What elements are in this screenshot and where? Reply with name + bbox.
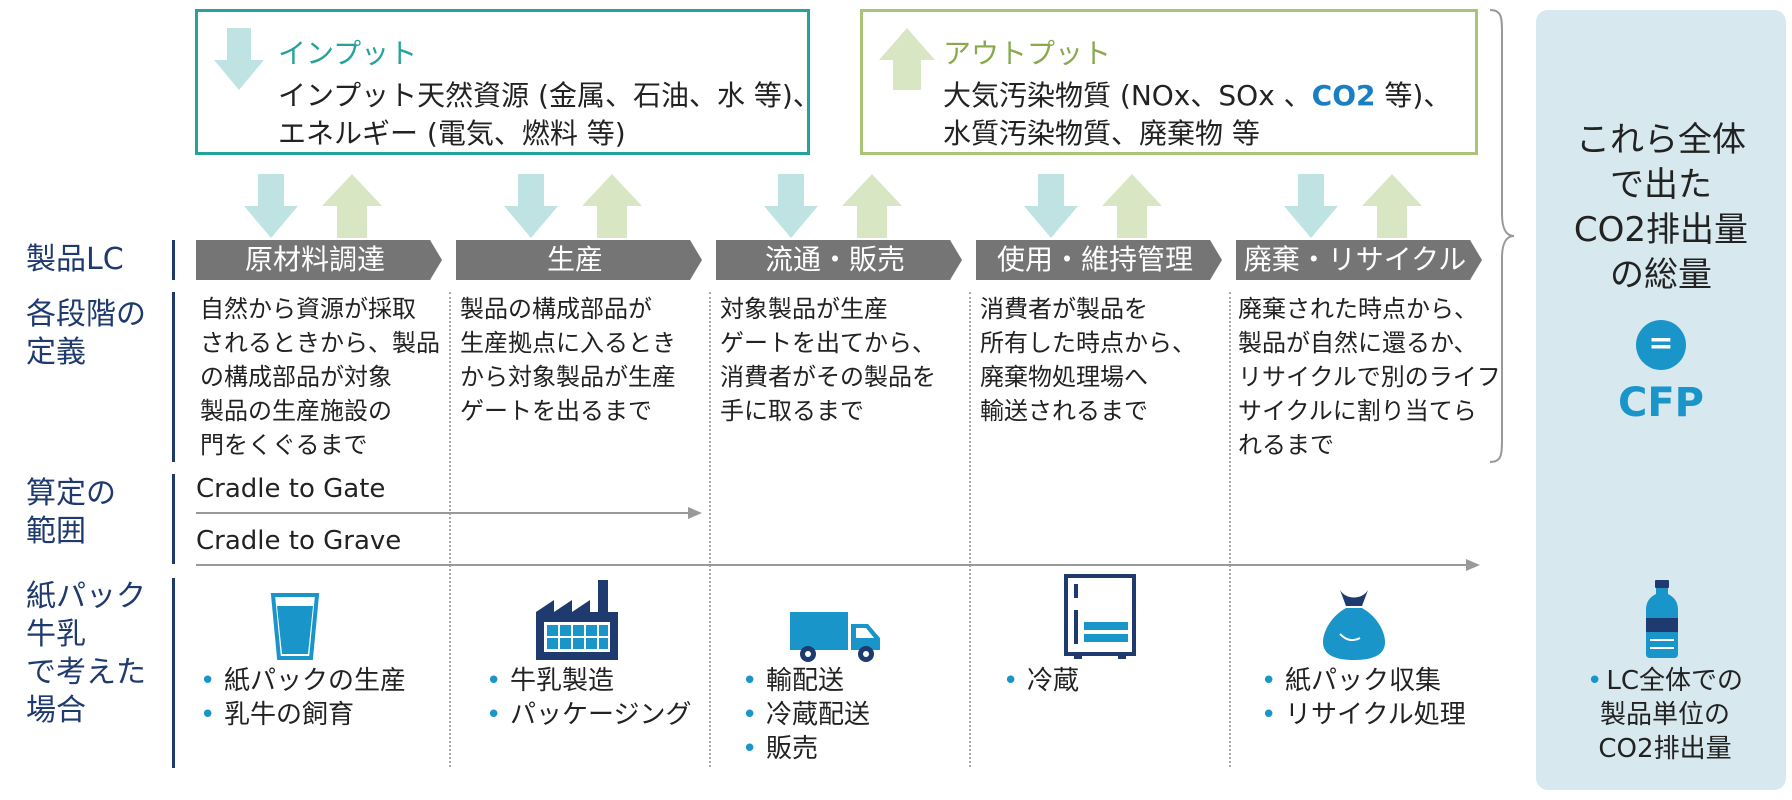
input-box: インプット インプット天然資源 (金属、石油、水 等)、 エネルギー (電気、燃…: [195, 9, 821, 155]
column-separator: [969, 292, 971, 767]
stage-5-arrows: [1284, 174, 1422, 238]
list-item: リサイクル処理: [1261, 698, 1466, 732]
stage-1-bullets: 紙パックの生産 乳牛の飼育: [200, 664, 406, 732]
output-line-1-suffix: 等)、: [1375, 79, 1452, 112]
column-separator: [449, 292, 451, 767]
arrow-up-icon: [582, 174, 642, 238]
cfp-label: CFP: [1618, 380, 1704, 426]
equals-badge: =: [1636, 320, 1686, 370]
glass-of-milk-icon: [270, 593, 320, 660]
list-item: 乳牛の飼育: [200, 698, 406, 732]
arrow-down-icon: [1284, 174, 1338, 238]
arrow-down-icon: [1024, 174, 1078, 238]
input-title: インプット: [278, 37, 418, 70]
delivery-truck-icon: [790, 612, 880, 662]
panel-bullet: •LC全体での 製品単位の CO2排出量: [1587, 666, 1743, 764]
stage-2-definition: 製品の構成部品が 生産拠点に入るとき から対象製品が生産 ゲートを出るまで: [460, 295, 676, 425]
row-separator: [172, 578, 175, 768]
arrow-up-icon: [842, 174, 902, 238]
arrow-up-icon: [879, 28, 935, 90]
arrow-down-icon: [214, 28, 264, 90]
list-item: 輸配送: [742, 664, 870, 698]
cradle-to-gate-arrow: [196, 507, 702, 519]
stage-1-label: 原材料調達: [244, 243, 385, 276]
cradle-to-grave-label: Cradle to Grave: [196, 526, 402, 556]
stage-5-definition: 廃棄された時点から、 製品が自然に還るか、 リサイクルで別のライフ サイクルに割…: [1238, 295, 1501, 459]
column-separator: [1229, 292, 1231, 767]
garbage-bag-icon: [1322, 590, 1386, 660]
row-label-scope: 算定の 範囲: [26, 476, 116, 549]
stage-1-arrows: [244, 174, 382, 238]
output-co2-highlight: CO2: [1311, 79, 1376, 112]
stage-4-chevron: 使用・維持管理: [976, 240, 1222, 280]
list-item: 紙パックの生産: [200, 664, 406, 698]
cradle-to-gate-label: Cradle to Gate: [196, 474, 386, 504]
input-line-2: エネルギー (電気、燃料 等): [278, 117, 626, 150]
row-separator: [172, 292, 175, 462]
stage-3-bullets: 輸配送 冷蔵配送 販売: [742, 664, 870, 766]
stage-4-definition: 消費者が製品を 所有した時点から、 廃棄物処理場へ 輸送されるまで: [980, 295, 1196, 425]
bullet-dot: •: [1587, 666, 1603, 696]
arrow-up-icon: [322, 174, 382, 238]
stage-5-bullets: 紙パック収集 リサイクル処理: [1261, 664, 1466, 732]
flow-arrows: [244, 174, 1422, 238]
stage-4-arrows: [1024, 174, 1162, 238]
arrow-up-icon: [1102, 174, 1162, 238]
stage-2-bullets: 牛乳製造 パッケージング: [486, 664, 691, 732]
stage-2-label: 生産: [546, 243, 603, 276]
stage-4-label: 使用・維持管理: [996, 243, 1193, 276]
list-item: 冷蔵: [1003, 664, 1079, 698]
arrow-down-icon: [244, 174, 298, 238]
factory-icon: [536, 580, 618, 660]
list-item: 紙パック収集: [1261, 664, 1466, 698]
cradle-to-grave-arrow: [196, 559, 1480, 571]
stage-4-bullets: 冷蔵: [1003, 664, 1079, 698]
equals-sign: =: [1648, 326, 1674, 361]
stage-2-arrows: [504, 174, 642, 238]
cfp-panel: [1536, 10, 1786, 790]
row-separator: [172, 474, 175, 564]
arrow-down-icon: [504, 174, 558, 238]
stage-3-arrows: [764, 174, 902, 238]
output-line-1-prefix: 大気汚染物質 (NOx、SOx 、: [943, 79, 1312, 112]
stage-2-chevron: 生産: [456, 240, 702, 280]
row-label-definition: 各段階の 定義: [26, 297, 146, 370]
stage-1-chevron: 原材料調達: [196, 240, 442, 280]
stage-1-definition: 自然から資源が採取 されるときから、製品 の構成部品が対象 製品の生産施設の 門…: [200, 295, 440, 459]
list-item: 冷蔵配送: [742, 698, 870, 732]
list-item: パッケージング: [486, 698, 691, 732]
list-item: 牛乳製造: [486, 664, 691, 698]
row-label-example: 紙パック 牛乳 で考えた 場合: [26, 579, 146, 728]
output-box: アウトプット 大気汚染物質 (NOx、SOx 、CO2 等)、 水質汚染物質、廃…: [860, 9, 1478, 155]
curly-brace: [1489, 9, 1515, 463]
stage-3-chevron: 流通・販売: [716, 240, 962, 280]
output-title: アウトプット: [943, 37, 1112, 70]
column-separator: [709, 292, 711, 767]
stage-5-chevron: 廃棄・リサイクル: [1236, 240, 1482, 280]
arrow-up-icon: [1362, 174, 1422, 238]
input-line-1: インプット天然資源 (金属、石油、水 等)、: [278, 79, 821, 112]
bottle-icon: [1646, 580, 1678, 658]
row-label-lifecycle: 製品LC: [26, 242, 124, 277]
output-line-1: 大気汚染物質 (NOx、SOx 、CO2 等)、: [943, 74, 1451, 114]
arrow-down-icon: [764, 174, 818, 238]
output-line-2: 水質汚染物質、廃棄物 等: [943, 117, 1260, 150]
row-separator: [172, 240, 175, 280]
list-item: 販売: [742, 732, 870, 766]
panel-total-text: これら全体 で出た CO2排出量 の総量: [1573, 120, 1749, 295]
stage-3-definition: 対象製品が生産 ゲートを出てから、 消費者がその製品を 手に取るまで: [720, 295, 936, 425]
stage-5-label: 廃棄・リサイクル: [1243, 243, 1467, 276]
stage-3-label: 流通・販売: [764, 243, 905, 276]
refrigerator-icon: [1064, 574, 1136, 659]
